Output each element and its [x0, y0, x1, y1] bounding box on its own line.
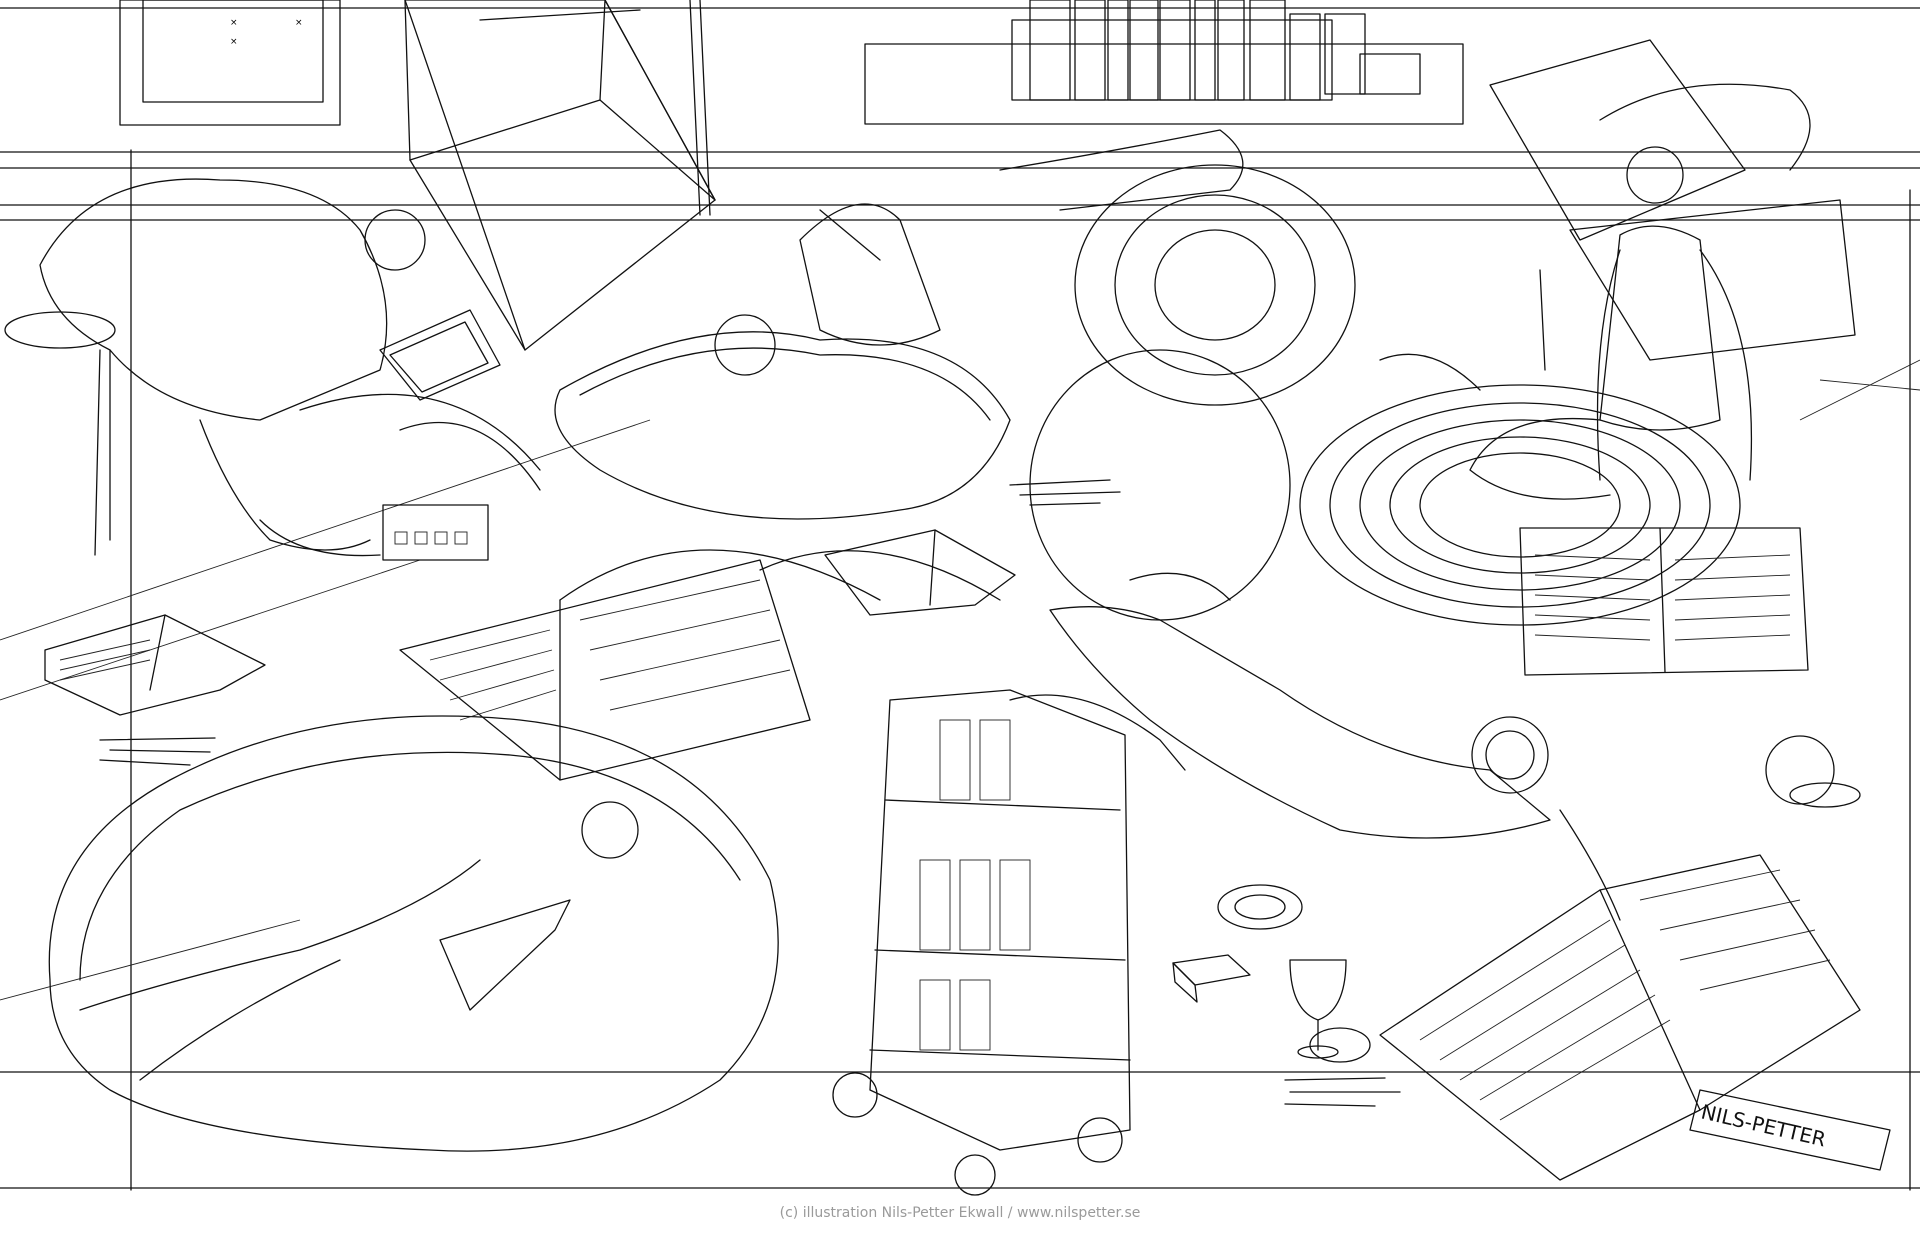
small-dish: [1217, 884, 1303, 930]
ball: [1765, 735, 1861, 808]
floor-arcs: [299, 393, 1001, 601]
large-open-book: [399, 559, 811, 781]
credit-line: (c) illustration Nils-Petter Ekwall / ww…: [779, 1205, 1141, 1221]
open-book-right: [1519, 527, 1809, 676]
tablet-device: [379, 309, 501, 401]
lying-reader-figure: [1049, 572, 1621, 921]
round-rug: [1299, 384, 1741, 626]
svg-text:×: ×: [230, 37, 238, 47]
svg-text:×: ×: [230, 18, 238, 28]
open-book-floor-center: [824, 529, 1016, 616]
wine-glass: [1289, 959, 1371, 1063]
open-shelf-unit: [404, 0, 716, 351]
small-box: [1172, 954, 1251, 1003]
hatch-marks: [99, 479, 1401, 1107]
beanbag-center-top: [554, 129, 1356, 621]
bending-person-figure: [4, 178, 426, 557]
armchair: [1489, 39, 1856, 371]
svg-text:×: ×: [295, 18, 303, 28]
wall-bookshelf: [864, 0, 1464, 125]
book-trolley: [832, 689, 1186, 1196]
beanbag-bottom-left: [48, 715, 779, 1152]
wall-picture-frame: × × ×: [119, 0, 341, 126]
signature-ribbon: NILS-PETTER: [1689, 1089, 1891, 1171]
open-book-bottom-right: [1379, 854, 1861, 1181]
signature-text: NILS-PETTER: [1699, 1099, 1828, 1151]
seated-reader-figure: [1379, 146, 1753, 500]
small-control-box: [382, 504, 489, 561]
open-book-left: [44, 614, 266, 716]
